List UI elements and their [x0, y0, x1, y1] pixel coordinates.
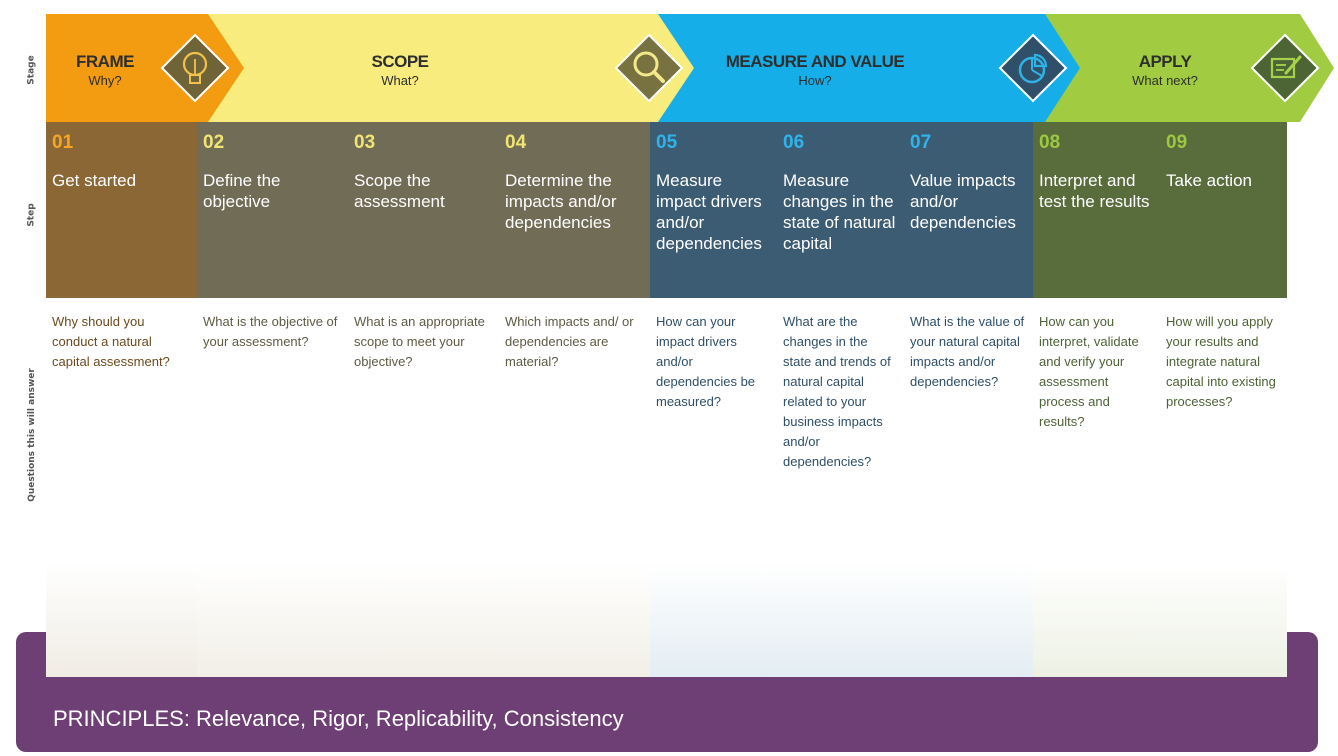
step-question: How will you apply your results and inte…	[1166, 314, 1276, 409]
question-cell-03	[348, 298, 499, 677]
stage-measure: MEASURE AND VALUE How?	[705, 52, 925, 88]
question-cell-05	[650, 298, 777, 677]
question-cell-01	[46, 298, 197, 677]
step-title: Define the objective	[203, 171, 281, 211]
step-number: 03	[354, 132, 376, 153]
stage-apply: APPLY What next?	[1110, 52, 1220, 88]
question-cell-07	[904, 298, 1033, 677]
step-number: 01	[52, 132, 74, 153]
step-number: 07	[910, 132, 932, 153]
stage-measure-name: MEASURE AND VALUE	[725, 52, 905, 71]
step-question: What is the value of your natural capita…	[910, 314, 1025, 389]
step-question: What is an appropriate scope to meet you…	[354, 314, 485, 369]
step-title: Measure impact drivers and/or dependenci…	[656, 171, 762, 253]
stage-apply-name: APPLY	[1138, 52, 1192, 71]
question-cell-06	[777, 298, 904, 677]
step-question: What is the objective of your assessment…	[203, 314, 338, 349]
step-title: Value impacts and/or dependencies	[910, 171, 1016, 232]
edit-form-icon	[1250, 33, 1320, 103]
stage-scope: SCOPE What?	[330, 52, 470, 88]
stage-frame-name: FRAME	[76, 52, 134, 71]
stage-arrow-scope	[185, 14, 694, 122]
question-cell-08	[1033, 298, 1160, 677]
stage-frame: FRAME Why?	[60, 52, 150, 88]
step-question: Why should you conduct a natural capital…	[52, 314, 170, 369]
step-question: How can your impact drivers and/or depen…	[656, 314, 756, 409]
step-cell-05	[650, 122, 777, 298]
step-cell-02	[197, 122, 348, 298]
step-cell-01	[46, 122, 197, 298]
pie-chart-icon	[998, 33, 1068, 103]
step-number: 04	[505, 132, 527, 153]
step-title: Scope the assessment	[354, 171, 445, 211]
stage-scope-question: What?	[381, 73, 419, 88]
step-cell-08	[1033, 122, 1160, 298]
stage-arrow-apply	[1010, 14, 1334, 122]
question-cell-09	[1160, 298, 1287, 677]
stage-scope-name: SCOPE	[371, 52, 429, 71]
stage-apply-question: What next?	[1132, 73, 1198, 88]
step-number: 06	[783, 132, 805, 153]
step-title: Measure changes in the state of natural …	[783, 171, 896, 253]
step-number: 08	[1039, 132, 1061, 153]
step-cell-09	[1160, 122, 1287, 298]
step-question: Which impacts and/ or dependencies are m…	[505, 314, 634, 369]
step-title: Determine the impacts and/or dependencie…	[505, 171, 617, 232]
step-number: 02	[203, 132, 225, 153]
step-cell-07	[904, 122, 1033, 298]
step-side-label: Step	[27, 203, 37, 227]
step-cell-04	[499, 122, 650, 298]
step-question: What are the changes in the state and tr…	[783, 314, 891, 469]
lightbulb-icon	[160, 33, 230, 103]
stage-frame-question: Why?	[88, 73, 122, 88]
step-question: How can you interpret, validate and veri…	[1039, 314, 1139, 429]
principles-label: PRINCIPLES: Relevance, Rigor, Replicabil…	[53, 706, 624, 731]
question-cell-04	[499, 298, 650, 677]
stage-arrow-measure	[640, 14, 1080, 122]
step-cell-03	[348, 122, 499, 298]
step-number: 09	[1166, 132, 1188, 153]
magnifier-icon	[614, 33, 684, 103]
stage-measure-question: How?	[798, 73, 832, 88]
step-cell-06	[777, 122, 904, 298]
step-number: 05	[656, 132, 678, 153]
step-title: Get started	[52, 171, 137, 190]
step-title: Interpret and test the results	[1039, 171, 1150, 211]
step-title: Take action	[1166, 171, 1252, 190]
questions-side-label: Questions this will answer	[27, 368, 38, 502]
question-cell-02	[197, 298, 348, 677]
